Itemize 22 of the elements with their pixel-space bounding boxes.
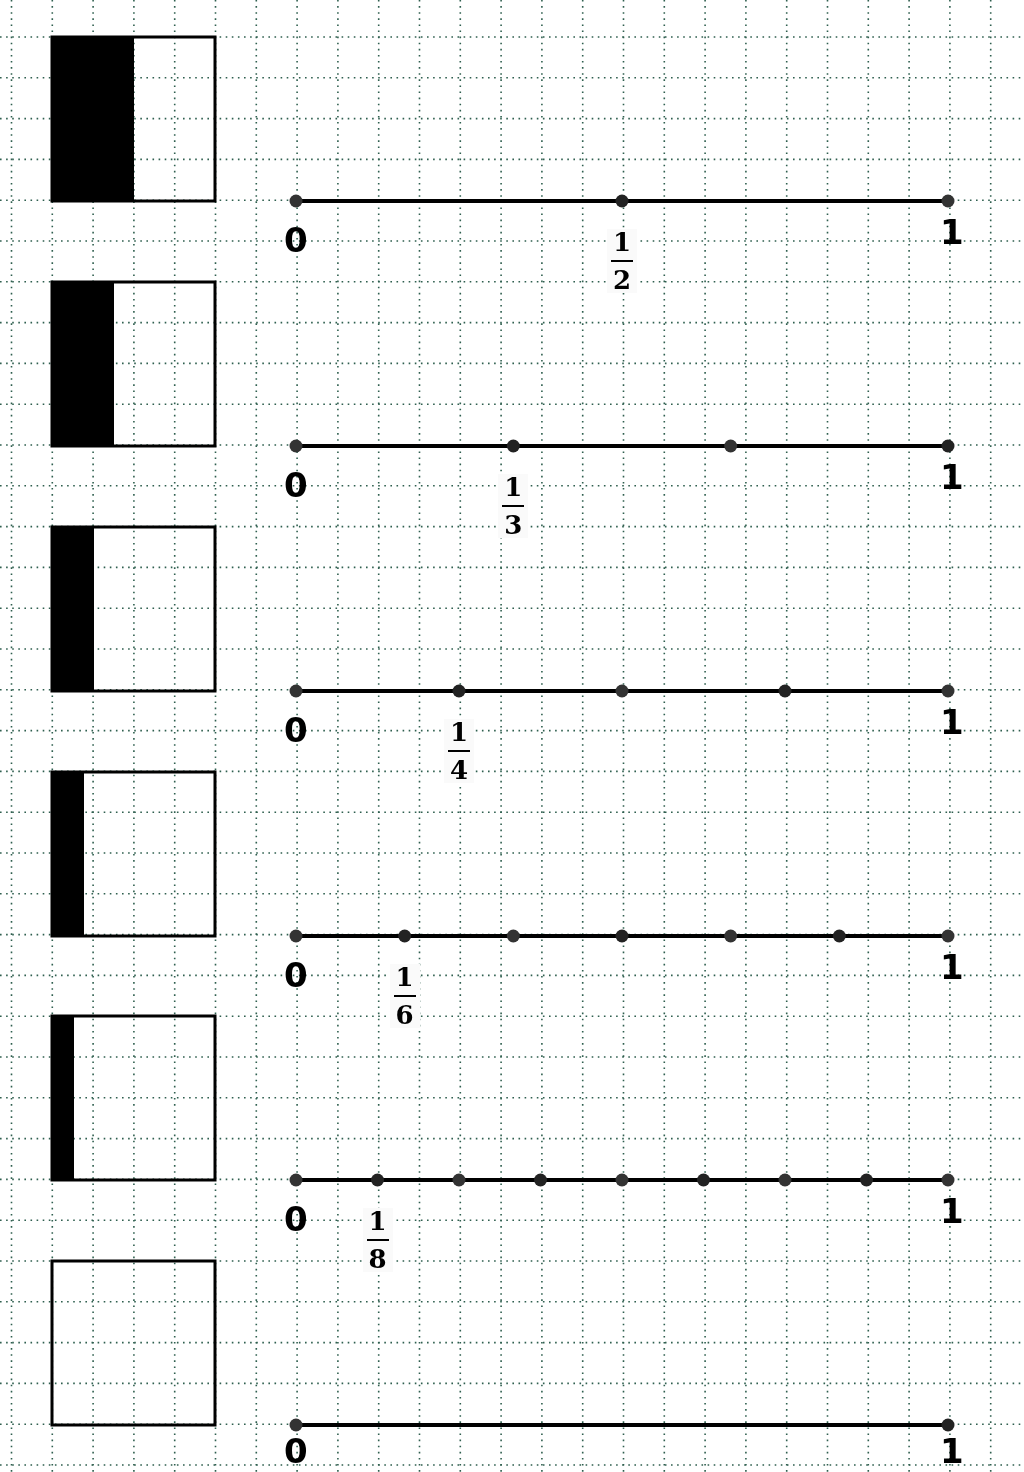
fraction-denominator: 4	[449, 757, 469, 783]
axis-label: 0	[284, 468, 308, 502]
fraction-numerator: 1	[504, 474, 523, 500]
axis-label: 1	[940, 705, 964, 739]
axis-label: 1	[940, 950, 964, 984]
axis-label: 0	[284, 1434, 308, 1468]
axis-label: 0	[284, 1202, 308, 1236]
axis-label: 1	[940, 215, 964, 249]
axis-label: 0	[284, 223, 308, 257]
fraction-numerator: 1	[612, 229, 632, 255]
axis-label: 1	[940, 1194, 964, 1228]
fraction-denominator: 8	[368, 1246, 387, 1272]
axis-label: 0	[284, 713, 308, 747]
axis-label: 1	[940, 1434, 964, 1468]
fraction-numerator: 1	[395, 964, 414, 990]
fraction-numerator: 1	[449, 719, 469, 745]
axis-label: 1	[940, 460, 964, 494]
fraction-denominator: 2	[612, 267, 632, 293]
fraction-denominator: 6	[395, 1002, 414, 1028]
fraction-denominator: 3	[504, 512, 523, 538]
axis-label: 0	[284, 958, 308, 992]
fraction-numerator: 1	[368, 1208, 387, 1234]
